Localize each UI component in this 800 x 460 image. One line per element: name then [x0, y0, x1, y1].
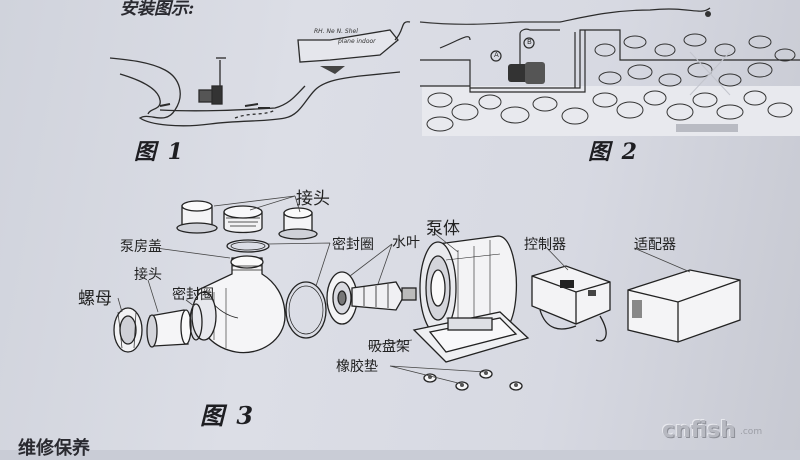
suction-mount: [412, 311, 530, 363]
label-pump-cover: 泵房盖: [120, 239, 162, 255]
label-adapter: 适配器: [634, 237, 676, 253]
controller: [531, 265, 611, 342]
site-watermark: cnfish: [662, 418, 736, 443]
figure-1-label: 图 1: [134, 139, 185, 165]
label-pump-body: 泵体: [426, 219, 460, 239]
fig1-note-line1: RH. Ne N. Shel: [314, 28, 358, 35]
label-impeller: 水叶: [392, 235, 420, 251]
rubber-pads: [423, 369, 523, 391]
pump-housing: [191, 255, 286, 354]
adapter: [627, 269, 741, 343]
top-seal-ring: [226, 239, 270, 253]
pump-motor-body: [419, 235, 518, 335]
figure-2-diagram: [419, 7, 800, 136]
installation-heading: 安装图示:: [120, 0, 195, 19]
label-suction-mount: 吸盘架: [368, 339, 410, 355]
label-controller: 控制器: [524, 237, 566, 253]
left-connector: [146, 309, 192, 348]
fig2-marker-a: A: [494, 51, 499, 59]
maintenance-heading: 维修保养: [18, 438, 90, 459]
figure-3-label: 图 3: [200, 401, 256, 430]
top-connector-nut: [223, 205, 263, 234]
label-nut: 螺母: [78, 289, 112, 309]
label-rubber-pad: 橡胶垫: [336, 359, 378, 375]
top-connector-right: [278, 207, 318, 240]
manual-diagram-art: [109, 7, 800, 391]
label-seal-ring-top: 密封圈: [332, 237, 374, 253]
label-connector-top: 接头: [296, 189, 330, 209]
left-nut: [113, 307, 143, 353]
top-connector-left: [176, 200, 218, 234]
fig1-note-line2: plane indoor: [338, 38, 376, 45]
label-connector-left: 接头: [134, 267, 162, 283]
large-seal-ring: [285, 281, 327, 339]
label-seal-ring-left: 密封圈: [172, 287, 214, 303]
figure-2-label: 图 2: [588, 139, 639, 165]
figure-1-diagram: [109, 21, 411, 127]
left-seal-ring: [189, 303, 203, 341]
figure-3-diagram: [113, 195, 741, 391]
fig2-marker-b: B: [527, 38, 532, 46]
site-watermark-suffix: .com: [740, 427, 763, 437]
impeller: [326, 271, 417, 325]
